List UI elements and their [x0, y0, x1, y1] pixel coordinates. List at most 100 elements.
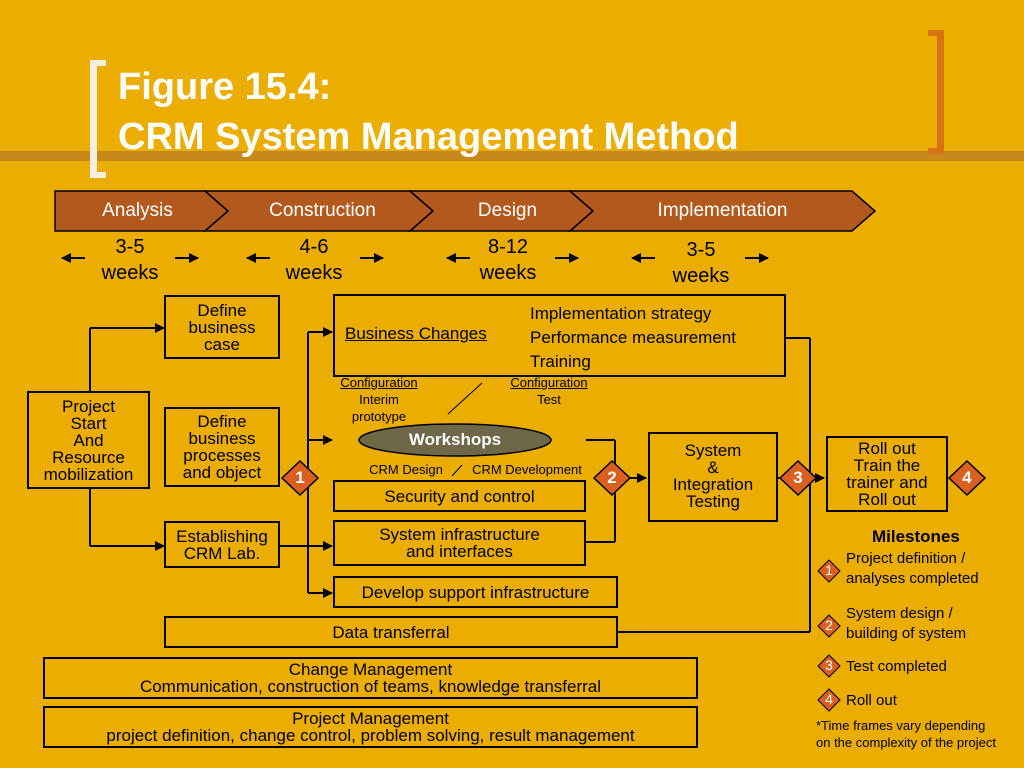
milestone-diamond-2 [817, 614, 841, 638]
title-line-1: Figure 15.4: [118, 66, 332, 108]
box-line: System infrastructure [379, 525, 540, 544]
duration-unit: weeks [101, 262, 159, 284]
flow-diamonds [280, 459, 987, 497]
footnote-line: on the complexity of the project [816, 735, 996, 750]
box-line: project definition, change control, prob… [106, 726, 635, 745]
box-line: case [204, 334, 240, 354]
milestone-line: Test completed [846, 658, 947, 675]
title-line-2: CRM System Management Method [118, 116, 739, 158]
milestone-line: building of system [846, 625, 967, 642]
data-transferral-box: Data transferral [164, 616, 618, 648]
box-line: Roll out [858, 490, 916, 509]
milestone-line: analyses completed [846, 570, 979, 587]
box-line: Project [62, 396, 115, 416]
diamond-number-2: 2 [607, 468, 617, 487]
box-line: Integration [672, 475, 754, 494]
duration-value: 4-6 [299, 236, 329, 258]
implementation-item: Performance measurement [530, 328, 736, 347]
box-line: Roll out [858, 439, 916, 458]
duration-value: 3-5 [686, 239, 716, 261]
diamond-number-1: 1 [295, 468, 305, 487]
milestone-line: System design / [846, 605, 953, 622]
box-line: and interfaces [406, 542, 513, 561]
phase-chevrons [54, 190, 877, 232]
milestone-line: Project definition / [846, 550, 966, 567]
duration-unit: weeks [479, 262, 537, 284]
box-line: mobilization [43, 464, 134, 484]
duration-implementation: 3-5 weeks [651, 237, 751, 289]
box-line: processes [183, 446, 261, 465]
diamond-number-4: 4 [962, 468, 972, 487]
box-line: trainer and [846, 473, 928, 492]
crm-development-label: CRM Development [472, 462, 582, 477]
box-line: Establishing [176, 526, 268, 546]
milestone-diamond-1 [817, 559, 841, 583]
rollout-box: Roll out Train the trainer and Roll out [826, 436, 948, 512]
box-line: Security and control [384, 486, 535, 506]
config-test-label: Configuration Test [500, 374, 598, 408]
diamond-number-3: 3 [793, 468, 803, 487]
config-title: Configuration [340, 375, 418, 390]
box-line: Change Management [288, 660, 453, 679]
config-sub: Interim [359, 392, 399, 407]
milestone-text-4: Roll out [846, 691, 897, 711]
box-line: Project Management [292, 709, 449, 728]
box-line: Resource [52, 447, 125, 467]
implementation-item: Implementation strategy [530, 304, 712, 323]
box-line: Define [197, 300, 247, 320]
workshops-ellipse [358, 423, 552, 457]
phase-label-analysis: Analysis [102, 200, 173, 221]
page-title: Figure 15.4: CRM System Management Metho… [118, 62, 739, 162]
workshops-label: Workshops [408, 430, 502, 449]
box-line: Communication, construction of teams, kn… [139, 677, 602, 696]
diamond-2 [592, 459, 632, 497]
milestone-number-3: 3 [825, 657, 833, 673]
config-sub: Test [537, 392, 561, 407]
develop-support-box: Develop support infrastructure [333, 576, 618, 608]
duration-value: 8-12 [487, 236, 529, 258]
duration-unit: weeks [672, 265, 730, 287]
right-bracket [928, 30, 944, 154]
box-line: Testing [686, 492, 740, 511]
config-prototype-label: Configuration Interim prototype [330, 374, 428, 425]
establishing-crm-lab-box: Establishing CRM Lab. [164, 521, 280, 568]
implementation-item: Training [530, 352, 591, 371]
box-line: System [684, 441, 742, 460]
diamond-1 [280, 459, 320, 497]
define-business-processes-box: Define business processes and object [164, 407, 280, 487]
config-sub: prototype [351, 409, 407, 424]
box-line: Define [197, 412, 247, 431]
footnote-line: *Time frames vary depending [816, 718, 986, 733]
duration-construction: 4-6 weeks [264, 234, 364, 286]
box-line: Train the [853, 456, 921, 475]
duration-value: 3-5 [115, 236, 145, 258]
config-title: Configuration [510, 375, 588, 390]
milestone-number-2: 2 [825, 617, 833, 633]
milestone-number-1: 1 [825, 562, 833, 578]
duration-design: 8-12 weeks [458, 234, 558, 286]
box-line: & [707, 458, 719, 477]
milestone-line: Roll out [846, 692, 897, 709]
diamond-3 [778, 459, 818, 497]
project-start-box: Project Start And Resource mobilization [27, 391, 150, 489]
duration-unit: weeks [285, 262, 343, 284]
milestone-diamond-4 [817, 688, 841, 712]
box-line: Start [70, 413, 107, 433]
box-line: business [188, 317, 256, 337]
change-management-box: Change Management Communication, constru… [43, 657, 698, 699]
crm-design-label: CRM Design [369, 462, 443, 477]
timeframe-footnote: *Time frames vary depending on the compl… [816, 717, 996, 751]
security-control-box: Security and control [333, 480, 586, 512]
milestone-text-1: Project definition / analyses completed [846, 549, 979, 589]
box-line: Develop support infrastructure [361, 582, 590, 602]
phase-label-design: Design [477, 200, 538, 221]
define-business-case-box: Define business case [164, 295, 280, 359]
system-infrastructure-box: System infrastructure and interfaces [333, 520, 586, 566]
title-band [0, 151, 1024, 161]
duration-analysis: 3-5 weeks [80, 234, 180, 286]
box-line: and object [182, 463, 262, 482]
milestone-number-4: 4 [825, 691, 833, 707]
diamond-4 [947, 459, 987, 497]
box-line: business [188, 429, 256, 448]
